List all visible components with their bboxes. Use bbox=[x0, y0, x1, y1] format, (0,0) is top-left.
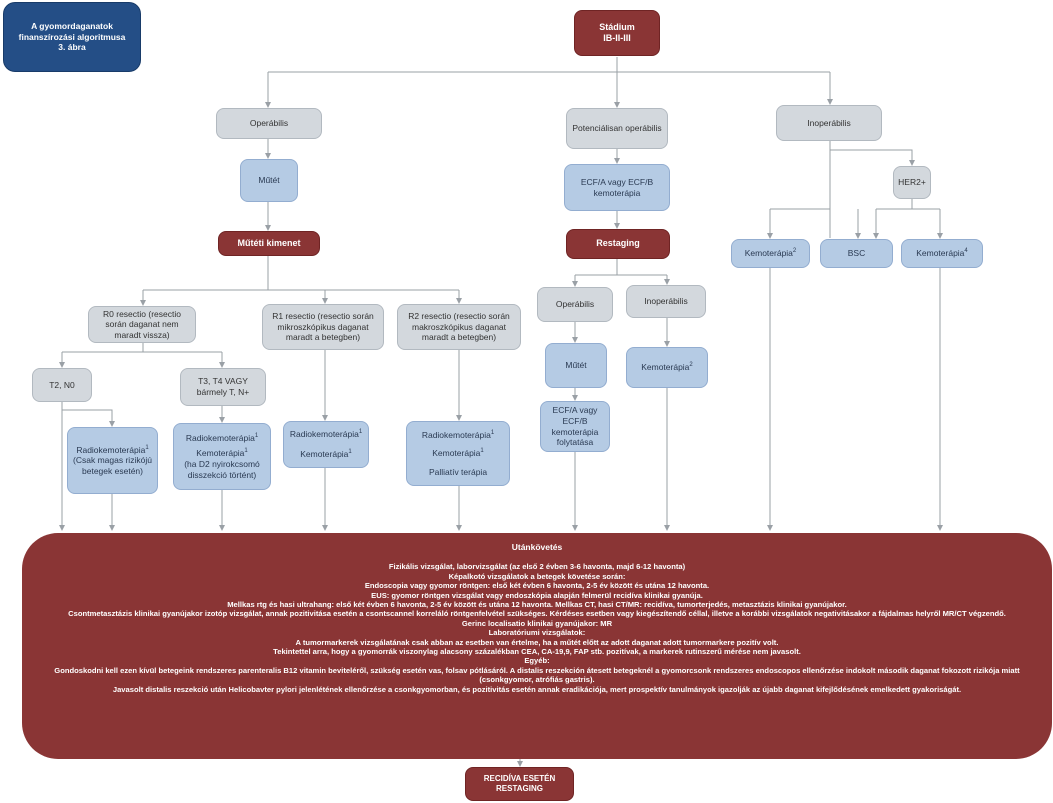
node-r0: R0 resectio (resectio során daganat nem … bbox=[88, 306, 196, 343]
node-radio-t2: Radiokemoterápia1 (Csak magas rizikójú b… bbox=[67, 427, 158, 494]
node-r1: R1 resectio (resectio során mikroszkópik… bbox=[262, 304, 384, 350]
followup-line: Fizikális vizsgálat, laborvizsgálat (az … bbox=[388, 562, 686, 572]
kemo-t3-note: (ha D2 nyirokcsomó disszekció történt) bbox=[184, 459, 260, 480]
node-kemo-inop: Kemoterápia2 bbox=[731, 239, 810, 268]
followup-panel: Utánkövetés Fizikális vizsgálat, laborvi… bbox=[22, 533, 1052, 759]
followup-line: Gondoskodni kell ezen kívül betegeink re… bbox=[54, 665, 1020, 685]
radio-t2-note: (Csak magas rizikójú betegek esetén) bbox=[73, 455, 152, 476]
followup-line: Csontmetasztázis klinikai gyanújakor izo… bbox=[68, 609, 1006, 619]
followup-line: EUS: gyomor röntgen vizsgálat vagy endos… bbox=[371, 590, 703, 600]
node-rest-mutet: Műtét bbox=[545, 343, 607, 388]
node-potencialisan: Potenciálisan operábilis bbox=[566, 108, 668, 149]
node-her2: HER2+ bbox=[893, 166, 931, 199]
node-stadium: Stádium IB-II-III bbox=[574, 10, 660, 56]
node-ecf-folytatasa: ECF/A vagy ECF/B kemoterápia folytatása bbox=[540, 401, 610, 452]
followup-line: A tumormarkerek vizsgálatának csak abban… bbox=[295, 637, 779, 647]
followup-line: Képalkotó vizsgálatok a betegek követése… bbox=[448, 571, 626, 581]
radio-r1-label: Radiokemoterápia bbox=[289, 429, 359, 440]
rest-kemo-sup: 2 bbox=[689, 362, 693, 369]
node-rest-operabilis: Operábilis bbox=[537, 287, 613, 322]
kemo-her2-label: Kemoterápia bbox=[916, 248, 965, 259]
kemo-her2-sup: 4 bbox=[964, 248, 968, 255]
node-ecf: ECF/A vagy ECF/B kemoterápia bbox=[564, 164, 670, 211]
node-r2: R2 resectio (resectio során makroszkópik… bbox=[397, 304, 521, 350]
node-t2n0: T2, N0 bbox=[32, 368, 92, 402]
kemo-r2-label: Kemoterápia bbox=[432, 448, 481, 459]
node-bsc: BSC bbox=[820, 239, 893, 268]
kemo-r1-sup: 1 bbox=[348, 449, 352, 456]
node-radio-kemo-r1: Radiokemoterápia1 Kemoterápia1 bbox=[283, 421, 369, 468]
radio-t2-sup: 1 bbox=[145, 444, 149, 451]
node-operabilis: Operábilis bbox=[216, 108, 322, 139]
node-t3t4: T3, T4 VAGY bármely T, N+ bbox=[180, 368, 266, 406]
radio-t3-sup: 1 bbox=[254, 432, 259, 439]
followup-line: Laboratóriumi vizsgálatok: bbox=[488, 628, 586, 638]
node-radio-kemo-t3: Radiokemoterápia1 Kemoterápia1 (ha D2 ny… bbox=[173, 423, 271, 490]
node-rest-kemo: Kemoterápia2 bbox=[626, 347, 708, 388]
node-radio-kemo-r2: Radiokemoterápia1 Kemoterápia1 Palliatív… bbox=[406, 421, 510, 486]
radio-r2-sup: 1 bbox=[490, 429, 495, 436]
rest-kemo-label: Kemoterápia bbox=[641, 362, 690, 373]
corner-label: A gyomordaganatok finanszírozási algorit… bbox=[3, 2, 141, 72]
radio-t3-label: Radiokemoterápia bbox=[185, 432, 255, 443]
node-recidiva: RECIDÍVA ESETÉN RESTAGING bbox=[465, 767, 574, 801]
followup-line: Gerinc localisatio klinikai gyanújakor: … bbox=[461, 618, 613, 628]
kemo-t3-sup: 1 bbox=[244, 448, 248, 455]
kemo-r1-label: Kemoterápia bbox=[300, 449, 349, 459]
node-inoperabilis: Inoperábilis bbox=[776, 105, 882, 141]
followup-line: Egyéb: bbox=[524, 656, 550, 666]
followup-line: Javasolt distalis reszekció után Helicob… bbox=[112, 684, 962, 694]
followup-line: Mellkas rtg és hasi ultrahang: első két … bbox=[227, 600, 847, 610]
radio-r2-label: Radiokemoterápia bbox=[421, 429, 491, 440]
followup-line: Endoscopia vagy gyomor röntgen: első két… bbox=[364, 581, 710, 591]
node-muteti-kimenet: Műtéti kimenet bbox=[218, 231, 320, 256]
kemo-inop-sup: 2 bbox=[792, 248, 797, 255]
node-kemo-her2: Kemoterápia4 bbox=[901, 239, 983, 268]
node-mutet: Műtét bbox=[240, 159, 298, 202]
kemo-r2-sup: 1 bbox=[480, 448, 484, 455]
followup-title: Utánkövetés bbox=[511, 542, 563, 552]
palliativ-label: Palliatív terápia bbox=[428, 466, 488, 477]
node-rest-inoperabilis: Inoperábilis bbox=[626, 285, 706, 318]
kemo-inop-label: Kemoterápia bbox=[744, 248, 793, 259]
followup-line: Tekintettel arra, hogy a gyomorrák viszo… bbox=[273, 647, 801, 657]
radio-r1-sup: 1 bbox=[358, 429, 363, 436]
kemo-t3-label: Kemoterápia bbox=[196, 448, 245, 459]
node-restaging: Restaging bbox=[566, 229, 670, 259]
radio-t2-label: Radiokemoterápia bbox=[76, 444, 146, 455]
